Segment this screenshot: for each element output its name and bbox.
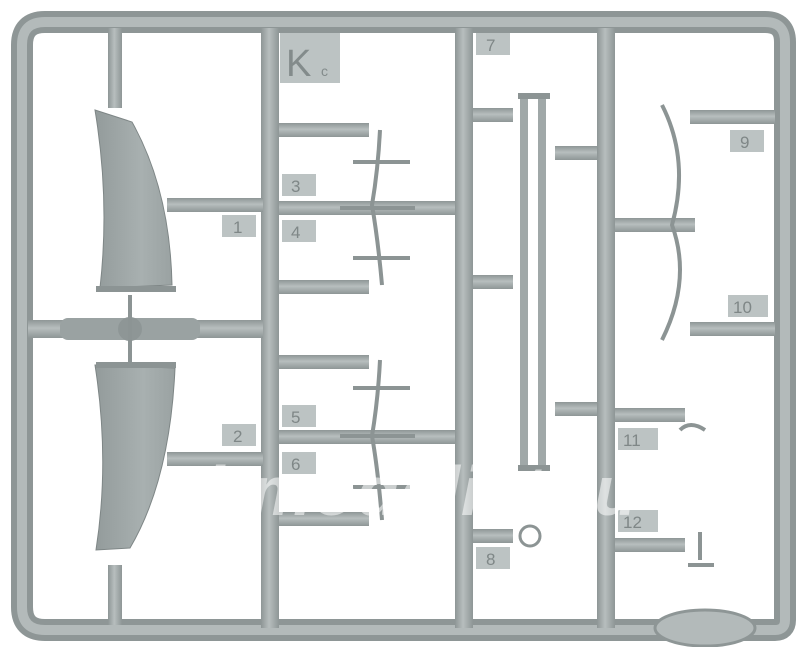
part-label-7: 7 xyxy=(486,36,495,55)
part-label-6: 6 xyxy=(291,455,300,474)
bracket-part-upper xyxy=(660,104,682,341)
small-parts-right xyxy=(678,423,714,567)
sprue-letter: K xyxy=(286,43,311,85)
watermark-text: i-modelist.ru xyxy=(205,452,638,530)
sprue-tab xyxy=(653,608,757,647)
sprue-id-plate: K c xyxy=(280,33,340,85)
part-label-12: 12 xyxy=(623,513,642,532)
part-label-8: 8 xyxy=(486,550,495,569)
cross-part-upper xyxy=(340,129,415,286)
cross-part-lower xyxy=(340,359,415,521)
part-label-10: 10 xyxy=(733,298,752,317)
part-label-4: 4 xyxy=(291,223,300,242)
sprue-outer-frame xyxy=(11,11,796,641)
sprue-runners xyxy=(28,28,775,628)
part-label-11: 11 xyxy=(623,431,641,450)
part-label-5: 5 xyxy=(291,408,300,427)
part-label-1: 1 xyxy=(233,218,242,237)
part-number-labels: 1 2 3 4 5 6 7 8 9 10 11 12 xyxy=(222,33,768,569)
curved-panel-upper xyxy=(94,109,176,292)
curved-panel-lower xyxy=(94,362,176,551)
part-label-9: 9 xyxy=(740,133,749,152)
hub-part xyxy=(60,295,200,365)
part-label-2: 2 xyxy=(233,427,242,446)
long-axle-part xyxy=(518,93,550,548)
sprue-sub-letter: c xyxy=(321,63,328,79)
part-label-3: 3 xyxy=(291,177,300,196)
